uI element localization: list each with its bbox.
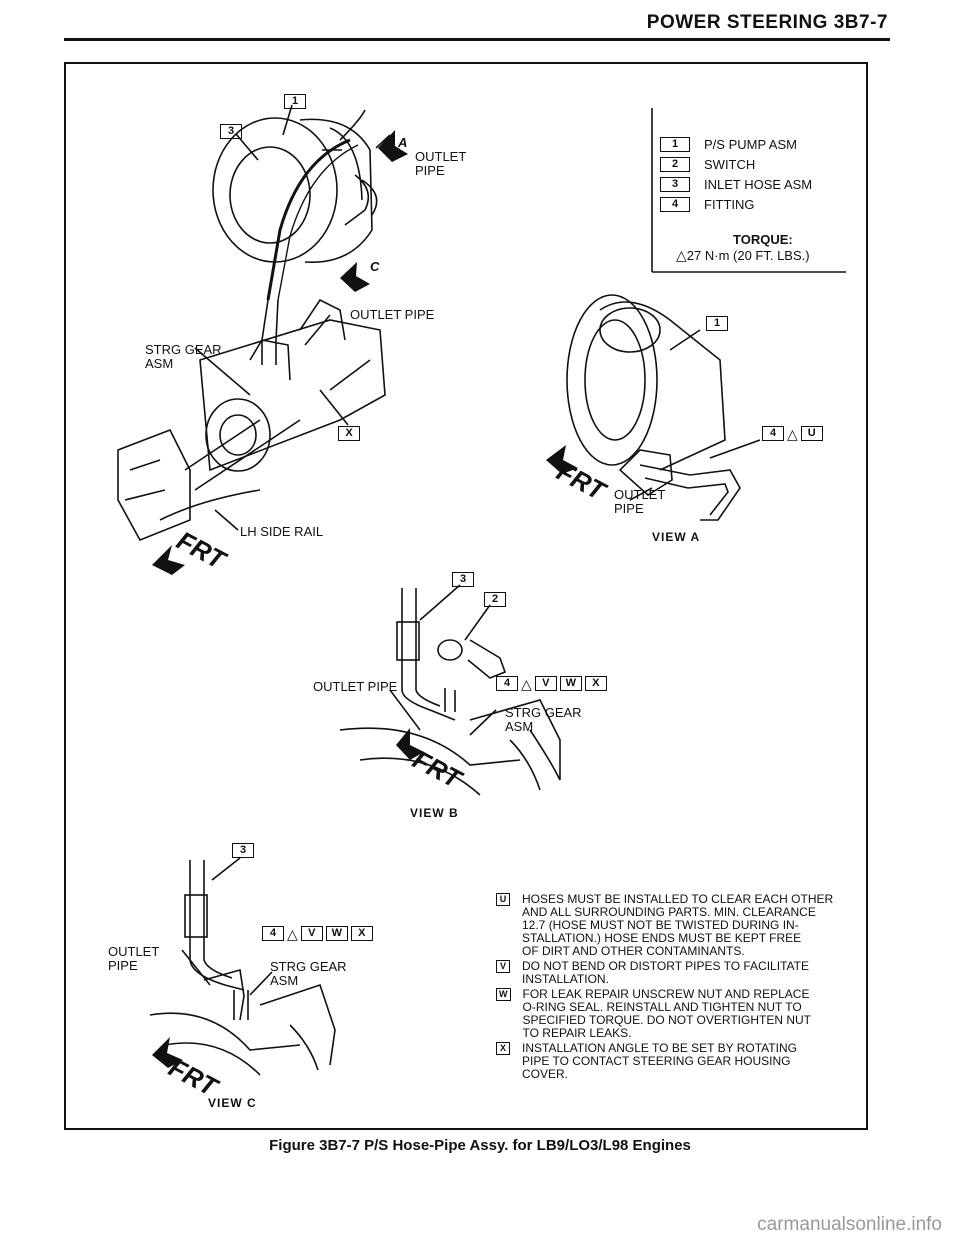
view-c-outlet-pipe-label: OUTLET PIPE: [108, 944, 160, 973]
main-marker-a: A: [398, 135, 408, 150]
torque-triangle-icon: △: [287, 925, 298, 942]
view-a-drawing: [566, 294, 741, 521]
torque-value: △27 N·m (20 FT. LBS.): [676, 247, 810, 263]
view-c-callout-3: 3: [232, 843, 254, 858]
main-marker-c: C: [370, 259, 380, 274]
page-header: POWER STEERING 3B7-7: [646, 12, 888, 33]
view-c-callouts: 4 △ V W X: [262, 926, 373, 941]
view-b-title: VIEW B: [410, 806, 459, 820]
main-callout-3: 3: [220, 124, 242, 139]
main-outlet-pipe-label: OUTLET PIPE: [415, 149, 467, 178]
torque-triangle-icon: △: [676, 247, 687, 263]
main-strg-gear-label: STRG GEAR ASM: [145, 342, 222, 371]
view-a-outlet-pipe-label: OUTLET PIPE: [614, 487, 666, 516]
view-b-callouts: 4 △ V W X: [496, 676, 607, 691]
view-b-outlet-pipe-label: OUTLET PIPE: [313, 679, 398, 694]
watermark: carmanualsonline.info: [757, 1214, 942, 1235]
torque-triangle-icon: △: [521, 675, 532, 692]
view-a-callout-1: 1: [706, 316, 728, 331]
view-a-callouts: 4 △ U: [762, 426, 823, 441]
figure-caption: Figure 3B7-7 P/S Hose-Pipe Assy. for LB9…: [269, 1137, 691, 1154]
view-c-title: VIEW C: [208, 1096, 257, 1110]
torque-title: TORQUE:: [733, 232, 793, 247]
main-gear-drawing: [117, 298, 386, 542]
view-b-strg-gear-label: STRG GEAR ASM: [505, 705, 582, 734]
header-rule: [64, 38, 890, 41]
view-b-callout-3: 3: [452, 572, 474, 587]
view-a-title: VIEW A: [652, 530, 701, 544]
figure-frame: [64, 62, 868, 1130]
view-b-callout-2: 2: [484, 592, 506, 607]
view-b-drawing: [339, 588, 561, 796]
main-callout-x: X: [338, 426, 360, 441]
torque-triangle-icon: △: [787, 425, 798, 442]
view-c-strg-gear-label: STRG GEAR ASM: [270, 959, 347, 988]
lh-side-rail-label: LH SIDE RAIL: [240, 524, 324, 539]
main-outlet-pipe-mid-label: OUTLET PIPE: [350, 307, 435, 322]
main-callout-1: 1: [284, 94, 306, 109]
